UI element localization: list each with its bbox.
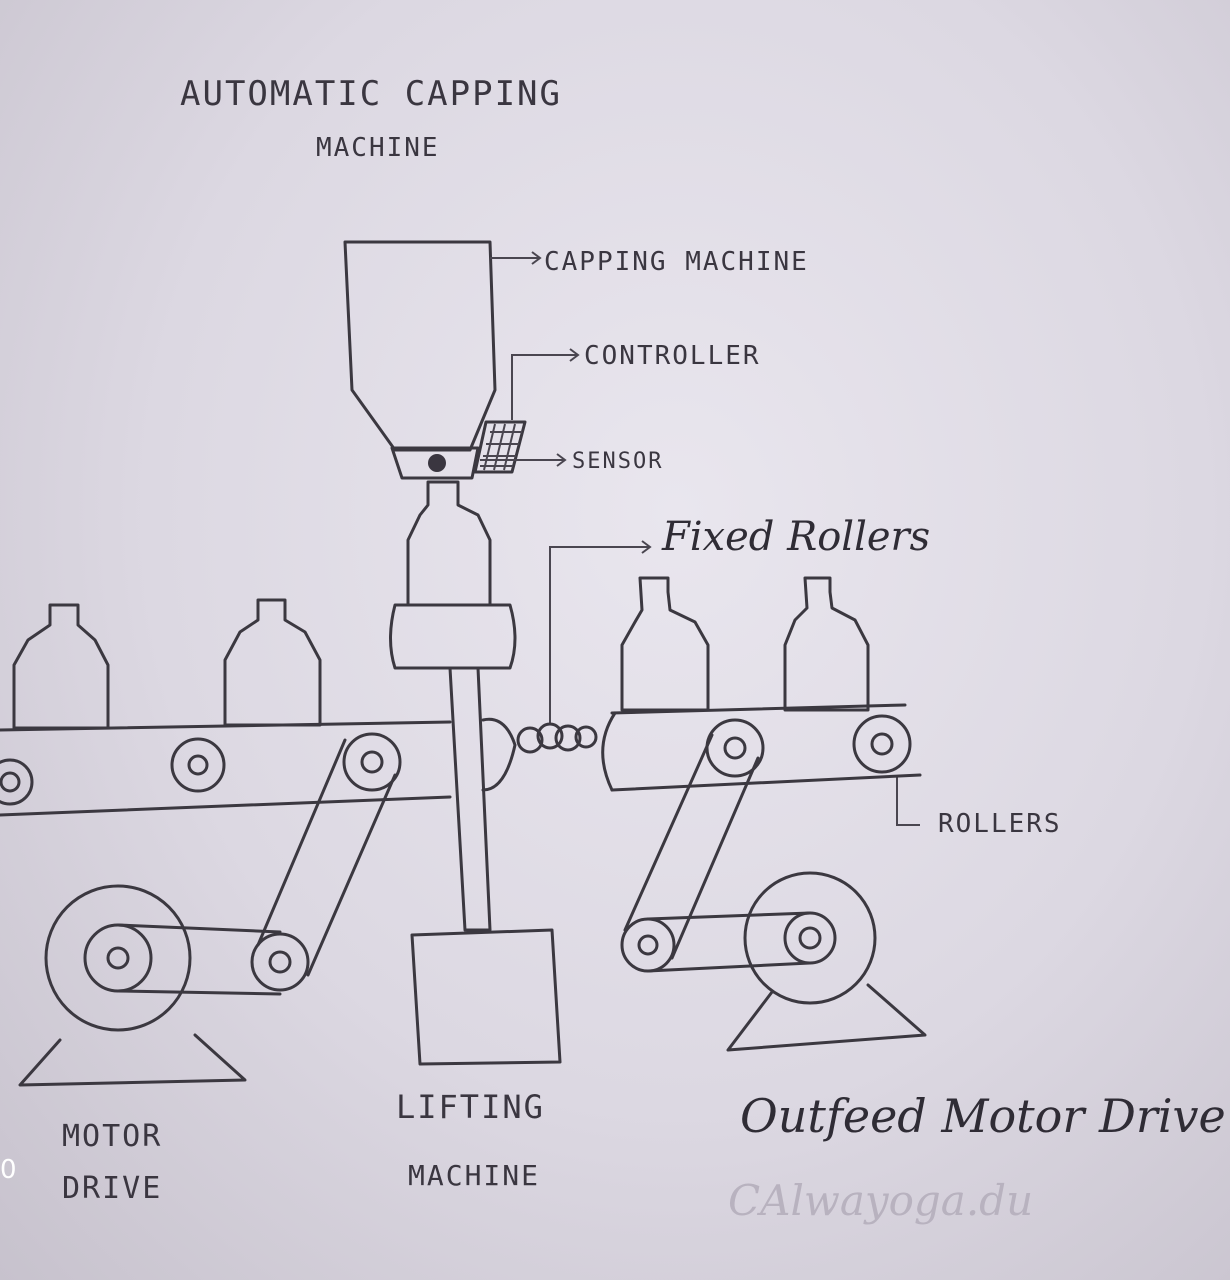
fixed-rollers [481,711,617,792]
sensor-dot [428,454,446,472]
bottle-under-capper [389,480,517,670]
left-bottle-2 [223,598,322,727]
lifting-machine [410,666,562,1066]
label-lifting-2: MACHINE [408,1159,540,1192]
label-capping-machine: CAPPING MACHINE [544,247,809,277]
label-fixed-rollers: Fixed Rollers [661,514,930,560]
left-conveyor [0,720,452,817]
label-outfeed-motor-drive: Outfeed Motor Drive [740,1089,1226,1143]
label-motor-drive-1: MOTOR [62,1119,162,1154]
right-bottle-1 [620,576,710,712]
label-rollers: ROLLERS [938,809,1062,839]
capping-machine-body [343,240,497,480]
label-sensor: SENSOR [572,449,663,474]
edge-mark: 0 [0,1155,17,1185]
diagram-title-line2: MACHINE [316,133,440,163]
label-motor-drive-2: DRIVE [62,1171,162,1206]
controller-box [473,420,527,474]
diagram-title-line1: AUTOMATIC CAPPING [180,74,562,114]
left-motor-drive [18,738,397,1087]
right-bottle-2 [783,576,870,712]
right-conveyor [610,703,922,792]
label-controller: CONTROLLER [584,341,761,371]
label-lifting-1: LIFTING [396,1088,545,1126]
signature: CAlwayoga.du [728,1176,1033,1225]
right-motor-drive [620,733,927,1052]
left-bottle-1 [12,603,110,730]
